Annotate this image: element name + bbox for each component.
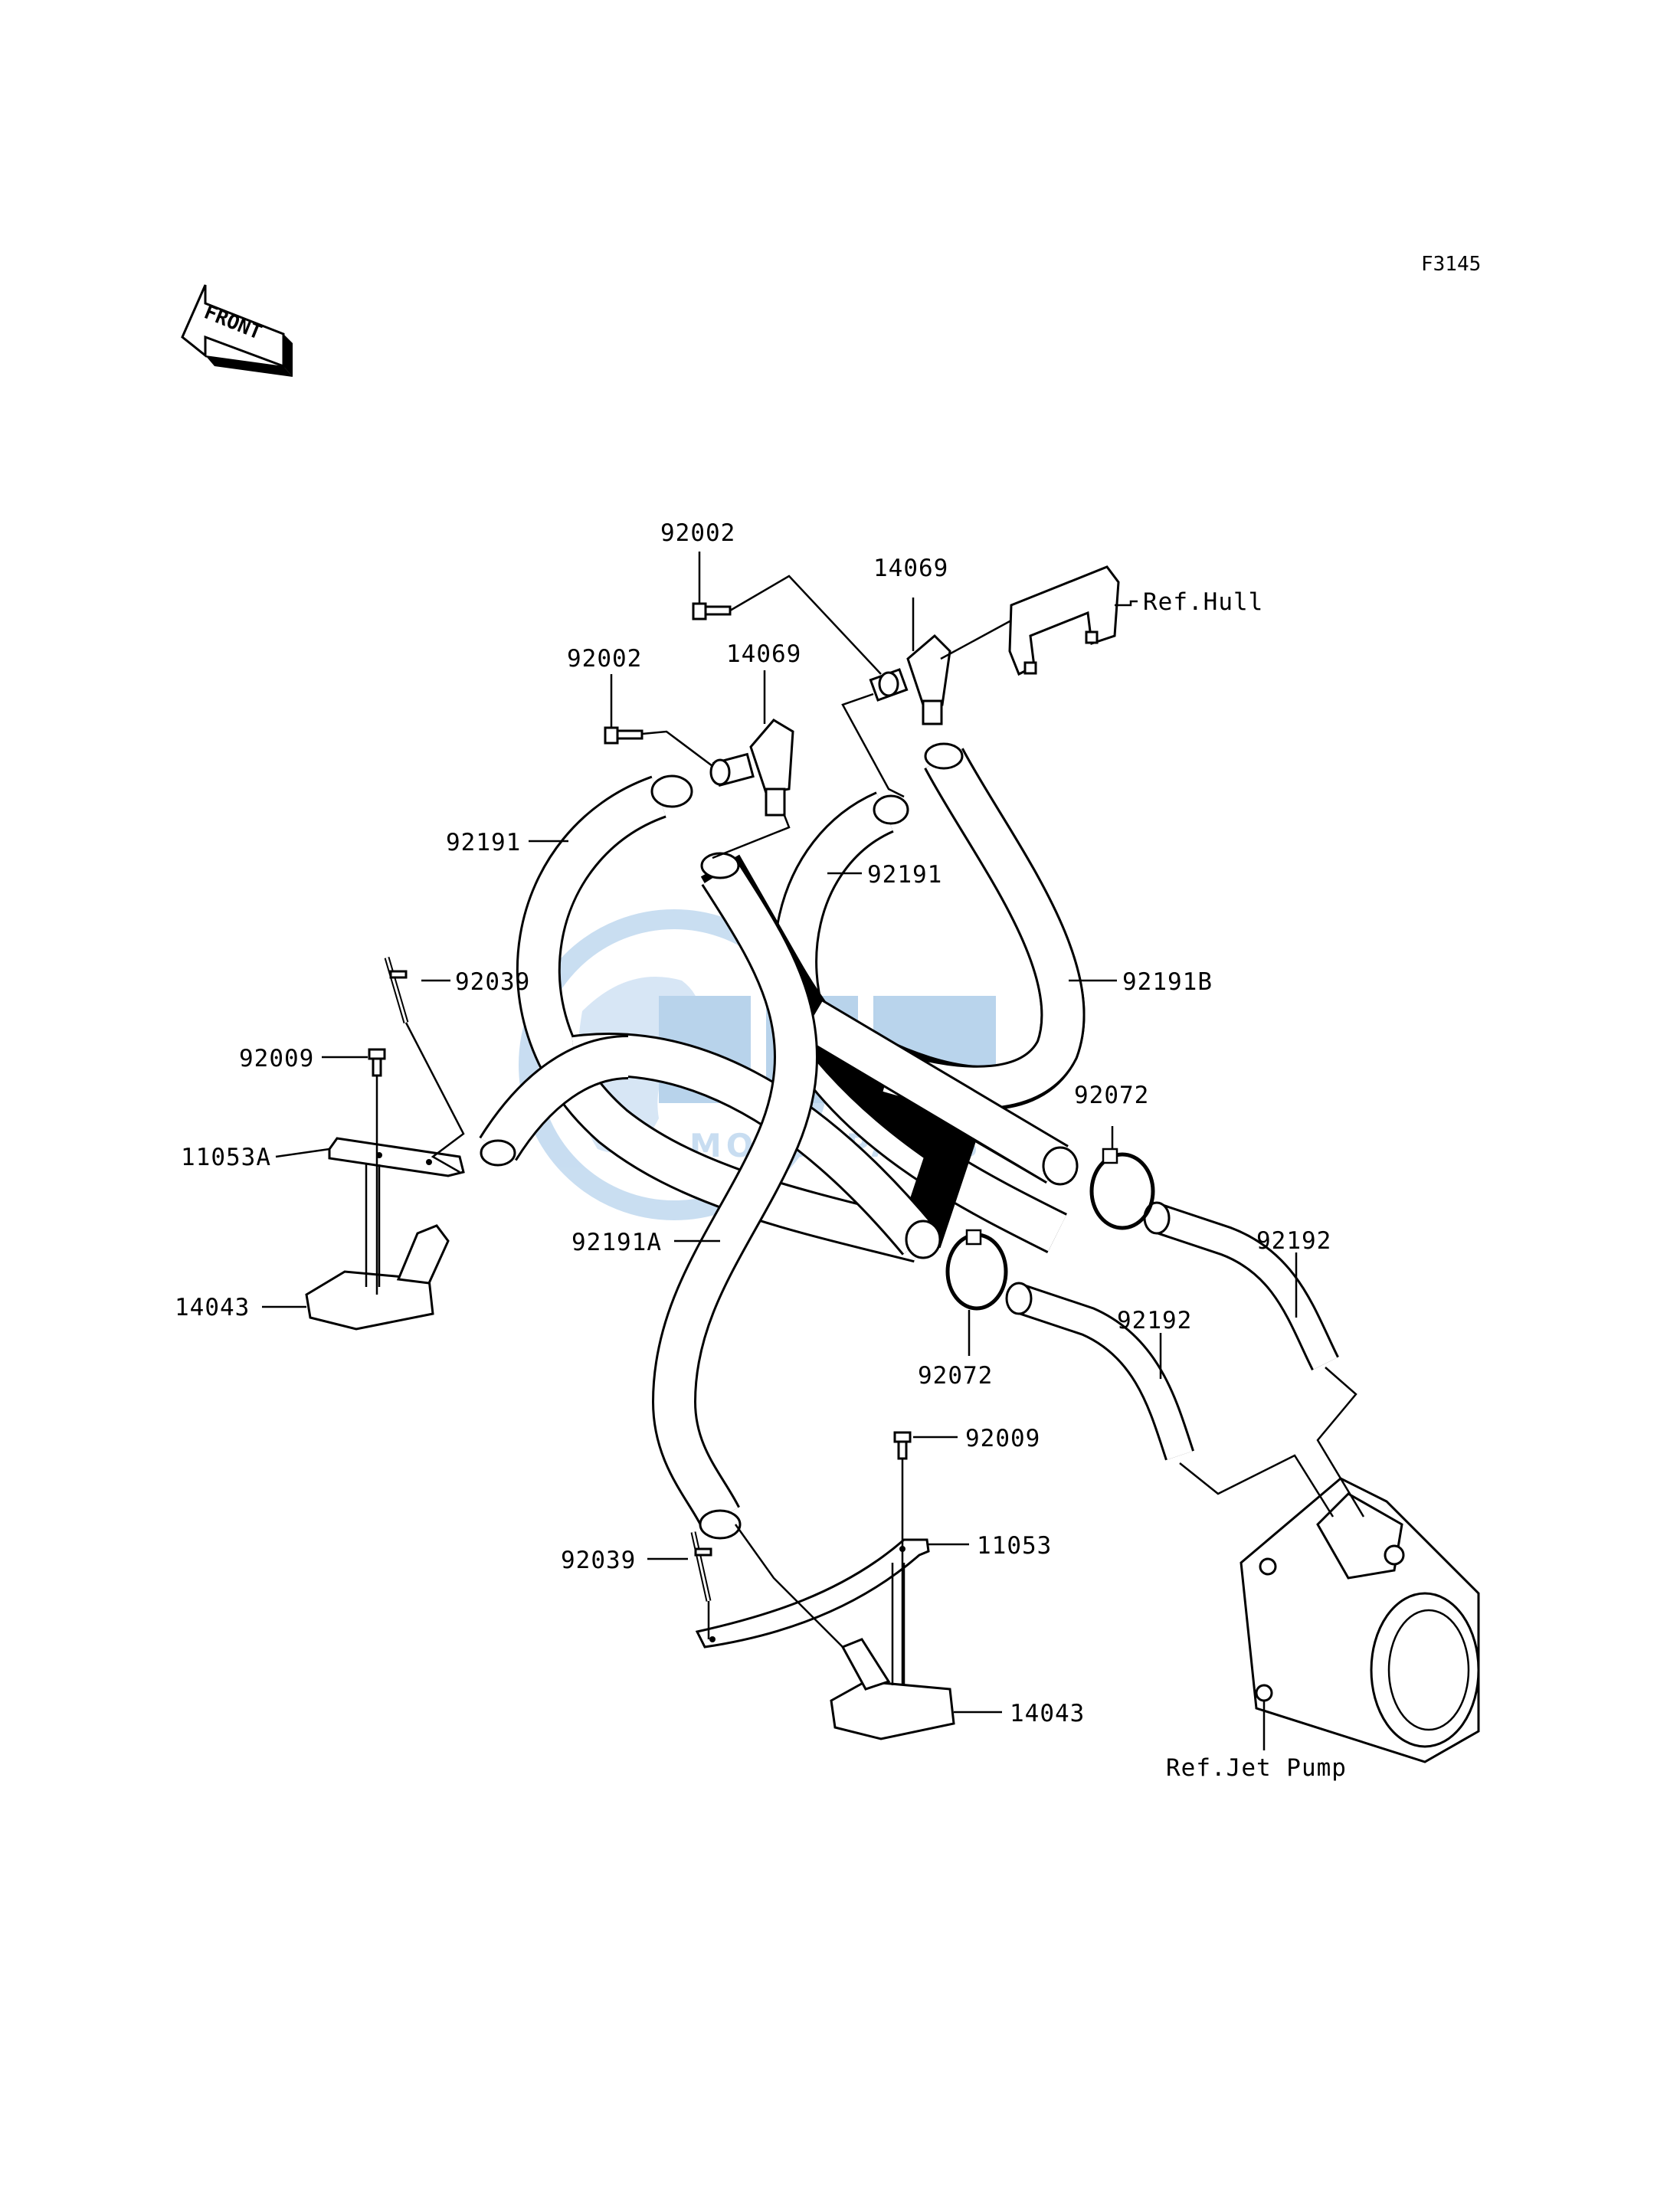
front-arrow-icon: FRONT bbox=[181, 284, 293, 377]
label-92009-left: 92009 bbox=[239, 1045, 314, 1072]
pin-92039-right bbox=[690, 1531, 712, 1602]
clamp-92072-mid bbox=[945, 1229, 1008, 1311]
clamp-92072-right bbox=[1089, 1148, 1155, 1230]
pin-92039-left bbox=[384, 957, 409, 1023]
label-92002-mid: 92002 bbox=[567, 645, 642, 673]
label-14043-right: 14043 bbox=[1010, 1700, 1085, 1727]
bolt-92002-top bbox=[692, 602, 732, 620]
label-92191-left: 92191 bbox=[446, 829, 521, 856]
label-92191A: 92191A bbox=[571, 1229, 662, 1256]
screw-92009-left bbox=[368, 1048, 386, 1077]
screw-92009-right bbox=[893, 1431, 912, 1460]
label-14043-left: 14043 bbox=[175, 1294, 250, 1321]
figure-code: F3145 bbox=[1421, 253, 1481, 276]
hull-bracket bbox=[1008, 565, 1120, 676]
label-92039-left: 92039 bbox=[455, 968, 530, 996]
hose-92191-left bbox=[516, 774, 925, 1263]
label-14069-top: 14069 bbox=[873, 555, 948, 582]
fitting-14069-mid bbox=[709, 719, 794, 817]
label-92191B: 92191B bbox=[1122, 968, 1213, 996]
hose-outlet-left bbox=[479, 1035, 630, 1167]
strainer-14043-right bbox=[830, 1638, 955, 1740]
bracket-11053 bbox=[695, 1538, 930, 1649]
label-92192-right: 92192 bbox=[1256, 1227, 1331, 1255]
bolt-92002-mid bbox=[604, 726, 644, 745]
label-ref-hull: Ref.Hull bbox=[1143, 588, 1263, 616]
leader-lines bbox=[262, 552, 1365, 1750]
label-92002-top: 92002 bbox=[660, 519, 735, 547]
fitting-14069-top bbox=[869, 634, 951, 725]
strainer-14043-left bbox=[305, 1224, 450, 1331]
label-14069-mid: 14069 bbox=[726, 640, 801, 668]
label-92072-right: 92072 bbox=[1074, 1082, 1149, 1109]
jet-pump bbox=[1240, 1477, 1480, 1763]
label-92039-right: 92039 bbox=[561, 1547, 636, 1574]
label-92072-mid: 92072 bbox=[918, 1362, 993, 1390]
label-92191-mid: 92191 bbox=[867, 861, 942, 889]
hose-92191B bbox=[801, 742, 1086, 1186]
bracket-11053A bbox=[328, 1137, 465, 1177]
tube-92192-mid bbox=[1005, 1282, 1194, 1461]
label-92009-right: 92009 bbox=[965, 1425, 1040, 1452]
label-11053A: 11053A bbox=[181, 1144, 271, 1171]
label-ref-jet-pump: Ref.Jet Pump bbox=[1166, 1754, 1347, 1782]
label-11053: 11053 bbox=[977, 1532, 1052, 1560]
label-92192-mid: 92192 bbox=[1117, 1307, 1192, 1334]
hose-92191A bbox=[651, 852, 818, 1540]
